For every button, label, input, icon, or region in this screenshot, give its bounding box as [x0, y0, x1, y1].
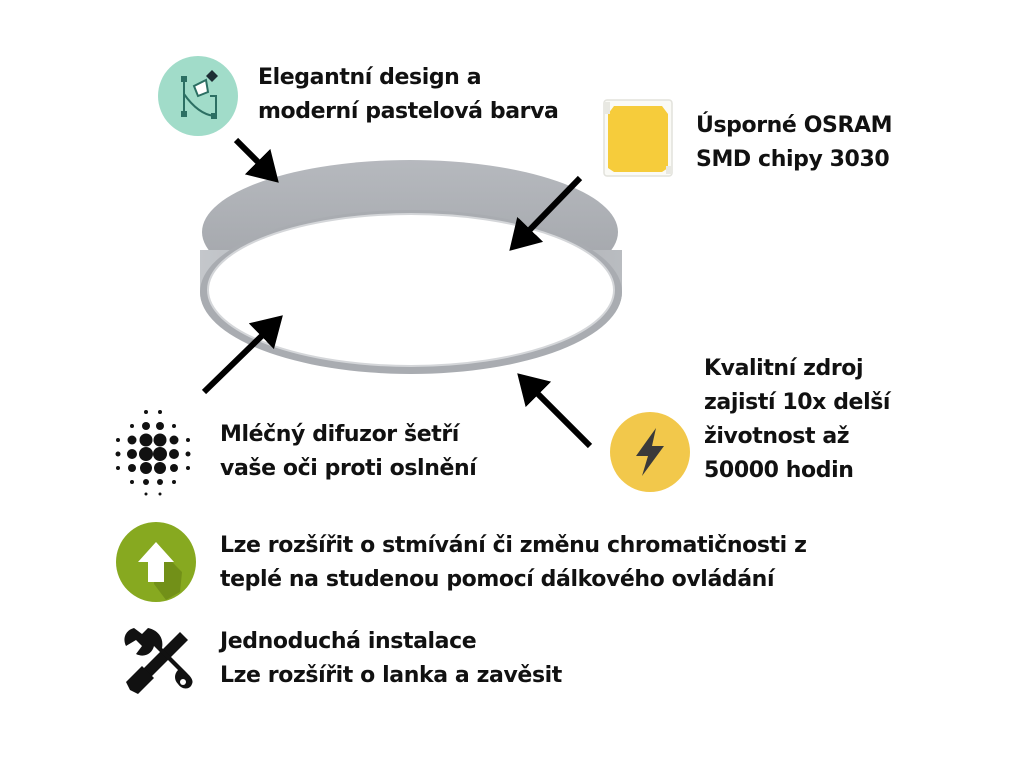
feature-diffuser-line-2: vaše oči proti oslnění — [220, 456, 477, 481]
feature-install-text: Jednoduchá instalace Lze rozšířit o lank… — [220, 625, 562, 693]
feature-power-line-1: Kvalitní zdroj — [704, 356, 864, 381]
up-arrow-icon — [116, 522, 196, 602]
feature-chips-line-1: Úsporné OSRAM — [696, 113, 893, 138]
feature-chips-text: Úsporné OSRAM SMD chipy 3030 — [696, 109, 893, 177]
feature-diffuser-line-1: Mléčný difuzor šetří — [220, 422, 459, 447]
arrow-to-top — [233, 137, 279, 183]
feature-diffuser-text: Mléčný difuzor šetří vaše oči proti osln… — [220, 418, 477, 486]
wrench-screwdriver-icon — [124, 628, 193, 694]
lightning-bolt-icon — [610, 412, 690, 492]
arrow-to-diffuser — [201, 315, 283, 395]
led-chip-icon — [603, 99, 673, 177]
feature-power-line-4: 50000 hodin — [704, 458, 854, 483]
feature-chips-line-2: SMD chipy 3030 — [696, 147, 890, 172]
feature-install-line-2: Lze rozšířit o lanka a zavěsit — [220, 663, 562, 688]
feature-install-line-1: Jednoduchá instalace — [220, 629, 477, 654]
feature-design-text: Elegantní design a moderní pastelová bar… — [258, 61, 559, 129]
arrow-to-center — [509, 175, 583, 251]
feature-power-text: Kvalitní zdroj zajistí 10x delší životno… — [704, 352, 890, 488]
feature-design-line-1: Elegantní design a — [258, 65, 482, 90]
feature-design-line-2: moderní pastelová barva — [258, 99, 559, 124]
feature-power-line-2: zajistí 10x delší — [704, 390, 891, 415]
feature-dimming-text: Lze rozšířit o stmívání či změnu chromat… — [220, 529, 807, 597]
arrow-to-base — [517, 373, 593, 449]
feature-dimming-line-2: teplé na studenou pomocí dálkového ovlád… — [220, 567, 775, 592]
feature-dimming-line-1: Lze rozšířit o stmívání či změnu chromat… — [220, 533, 807, 558]
design-pen-icon — [158, 56, 238, 136]
halftone-dots-icon — [115, 410, 191, 496]
feature-power-line-3: životnost až — [704, 424, 850, 449]
